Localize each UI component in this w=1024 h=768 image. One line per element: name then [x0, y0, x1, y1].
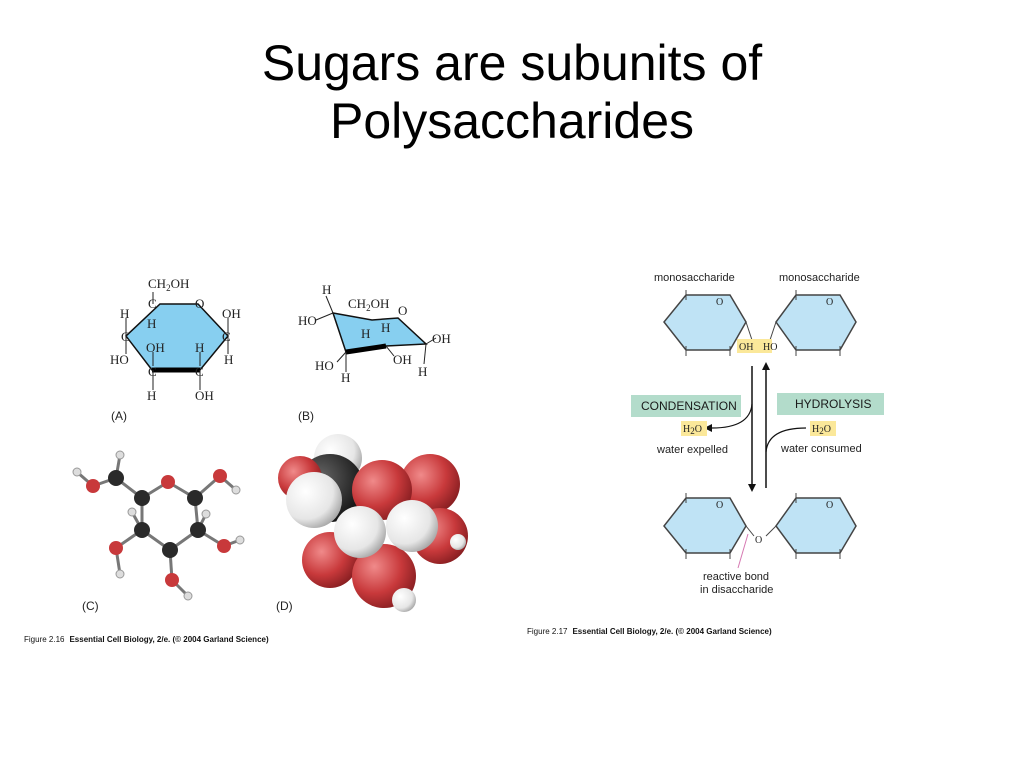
panel-b-h3: H [361, 326, 370, 341]
reactive-bond-label-2: in disaccharide [700, 584, 773, 596]
atom-hydrogen [392, 588, 416, 612]
h2o-expelled-highlight [681, 421, 707, 436]
oh-highlight [737, 339, 763, 353]
panel-d-space-filling [278, 434, 468, 612]
panel-c-atoms [72, 450, 245, 601]
atom-oxygen [400, 454, 460, 514]
hexagon-ticks [685, 290, 841, 356]
panel-d-label: (D) [276, 599, 293, 613]
panel-b-ring-o: O [398, 303, 407, 318]
panel-a-c1: C [222, 329, 231, 344]
panel-b-ch2oh: CH2OH [348, 296, 389, 313]
atom-hydrogen [286, 472, 342, 528]
panel-a-ring [124, 303, 229, 371]
panel-a-oh2: OH [195, 388, 214, 403]
atom-hydrogen [235, 535, 245, 545]
panel-a-h2: H [195, 340, 204, 355]
hydrolysis-box [777, 393, 884, 415]
panel-c-label: (C) [82, 599, 99, 613]
panel-a-glucose-ring: CH2OH C H O H C HO OH C H OH H C C H OH … [110, 276, 241, 423]
atom-hydrogen [201, 509, 211, 519]
atom-hydrogen [386, 500, 438, 552]
atom-hydrogen [72, 467, 82, 477]
ring-oxygen-tl: O [716, 297, 723, 308]
hydrolysis-label: HYDROLYSIS [795, 397, 871, 411]
atom-carbon [190, 522, 206, 538]
panel-b-h5: H [381, 320, 390, 335]
monosaccharide-label-right: monosaccharide [779, 272, 860, 284]
atom-oxygen [165, 573, 179, 587]
atom-hydrogen [115, 569, 125, 579]
water-consumed-label: water consumed [780, 443, 862, 455]
atom-carbon [134, 522, 150, 538]
panel-b-h4: H [322, 282, 331, 297]
panel-a-h1: H [224, 352, 233, 367]
oh-group: OH [739, 342, 753, 353]
panel-b-chair: H HO CH2OH O H H OH HO OH H H (B) [298, 282, 451, 423]
h-highlight [762, 339, 772, 353]
h2o-expelled: H2O [683, 424, 702, 436]
title-line-1: Sugars are subunits of [261, 35, 763, 91]
panel-a-h5: H [147, 316, 156, 331]
atom-hydrogen [183, 591, 193, 601]
panel-a-h4: H [120, 306, 129, 321]
glycosidic-oxygen: O [755, 535, 762, 546]
panel-a-ring-o: O [195, 296, 204, 311]
panel-a-oh1: OH [222, 306, 241, 321]
panel-a-c5: C [148, 296, 157, 311]
condensation-box [631, 395, 741, 417]
water-expelled-label: water expelled [656, 444, 728, 456]
ring-oxygen-br: O [826, 500, 833, 511]
panel-a-label: (A) [111, 409, 127, 423]
top-left-hexagon [663, 294, 747, 351]
ring-oxygen-bl: O [716, 500, 723, 511]
panel-b-oh2: OH [393, 352, 412, 367]
top-right-hexagon [775, 294, 857, 351]
atom-oxygen [109, 541, 123, 555]
atom-hydrogen [231, 485, 241, 495]
monosaccharide-label-left: monosaccharide [654, 272, 735, 284]
atom-hydrogen [334, 506, 386, 558]
atom-hydrogen [450, 534, 466, 550]
panel-b-ho4: HO [298, 313, 317, 328]
h2o-consumed-highlight [810, 421, 836, 436]
panel-a-c4: C [121, 329, 130, 344]
panel-a-ch2oh: CH2OH [148, 276, 189, 293]
bottom-left-hexagon [663, 497, 747, 554]
figure-2-16: CH2OH C H O H C HO OH C H OH H C C H OH … [24, 276, 468, 644]
atom-carbon [162, 542, 178, 558]
figure-2-17: monosaccharide monosaccharide O O OH HO … [527, 272, 884, 636]
panel-b-h2: H [341, 370, 350, 385]
panel-a-oh3: OH [146, 340, 165, 355]
panel-b-label: (B) [298, 409, 314, 423]
bottom-right-hexagon [775, 497, 857, 554]
reactive-bond-pointer [737, 533, 749, 569]
condensation-label: CONDENSATION [641, 399, 737, 413]
panel-a-c2: C [195, 364, 204, 379]
ho-group: HO [763, 342, 777, 353]
panel-b-h1: H [418, 364, 427, 379]
atom-oxygen [217, 539, 231, 553]
atom-oxygen [86, 479, 100, 493]
atom-hydrogen [127, 507, 137, 517]
panel-b-oh1: OH [432, 331, 451, 346]
atom-oxygen [161, 475, 175, 489]
atom-carbon [134, 490, 150, 506]
reactive-bond-label-1: reactive bond [703, 571, 769, 583]
atom-carbon [108, 470, 124, 486]
atom-hydrogen [115, 450, 125, 460]
atom-oxygen [213, 469, 227, 483]
h2o-consumed: H2O [812, 424, 831, 436]
slide-title: Sugars are subunits of Polysaccharides [0, 34, 1024, 150]
panel-a-c3: C [148, 364, 157, 379]
panel-b-ho3: HO [315, 358, 334, 373]
panel-a-ho4: HO [110, 352, 129, 367]
panel-a-h3: H [147, 388, 156, 403]
title-line-2: Polysaccharides [329, 93, 695, 149]
ring-oxygen-tr: O [826, 297, 833, 308]
atom-carbon [187, 490, 203, 506]
